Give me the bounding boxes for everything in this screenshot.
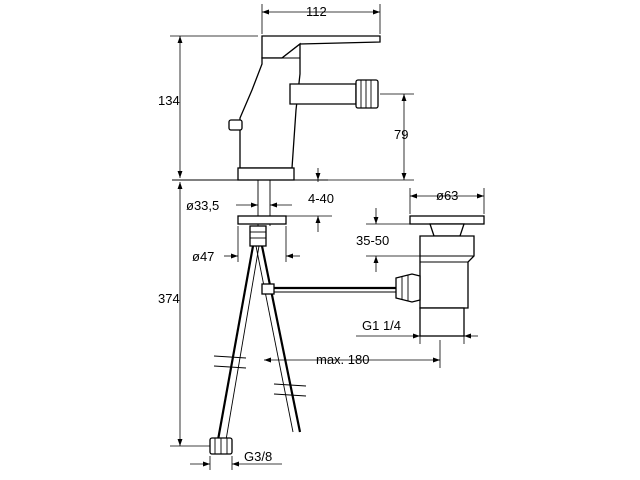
dim-spout-outlet-height-label: 79	[394, 127, 408, 142]
dim-spout-height-label: 134	[158, 93, 180, 108]
lever-handle	[261, 35, 381, 59]
mixer-body	[228, 35, 381, 181]
dim-pipe-length-label: 374	[158, 291, 180, 306]
dim-rod-reach-label: max. 180	[316, 352, 369, 367]
waste-body	[419, 235, 475, 309]
dim-flange-diameter: ø47	[192, 226, 300, 264]
dim-base-diameter-label: ø33,5	[186, 198, 219, 213]
dim-waste-diameter-label: ø63	[436, 188, 458, 203]
dim-waste-height-label: 35-50	[356, 233, 389, 248]
supply-hose-1	[216, 245, 255, 441]
mounting-shank	[237, 180, 287, 247]
mixer-body-shell	[239, 42, 301, 169]
dim-base-diameter: ø33,5	[186, 198, 292, 213]
dim-deck-thickness: 4-40	[286, 168, 334, 232]
fixing-nut	[237, 215, 287, 225]
dim-spout-outlet-height: 79	[328, 93, 414, 181]
dim-hose-thread: G3/8	[190, 449, 282, 470]
rod-clamp	[261, 283, 275, 295]
spout	[289, 83, 357, 105]
dim-hose-thread-label: G3/8	[244, 449, 272, 464]
supply-hose-2	[260, 245, 302, 433]
spout-nozzle	[355, 79, 379, 109]
waste-tail-pipe	[419, 307, 465, 337]
pop-up-knob	[228, 119, 243, 131]
dim-flange-diameter-label: ø47	[192, 249, 214, 264]
dim-deck-thickness-label: 4-40	[308, 191, 334, 206]
dim-pipe-length: 374	[158, 182, 210, 447]
dim-spout-height: 134	[158, 35, 258, 178]
pop-up-rod	[261, 283, 396, 295]
dim-overall-width-label: 112	[306, 4, 327, 19]
dim-waste-height: 35-50	[356, 208, 420, 272]
supply-hoses	[209, 245, 307, 455]
dim-waste-thread-label: G1 1/4	[362, 318, 401, 333]
dim-overall-width: 112	[261, 4, 381, 34]
pop-up-waste	[395, 215, 485, 337]
waste-flange	[409, 215, 485, 225]
dim-waste-diameter: ø63	[409, 188, 485, 214]
threaded-stud	[249, 225, 267, 247]
mixer-base	[237, 167, 295, 181]
dim-waste-thread: G1 1/4	[356, 318, 478, 344]
dim-rod-reach: max. 180	[264, 340, 441, 368]
waste-plug	[429, 223, 465, 237]
